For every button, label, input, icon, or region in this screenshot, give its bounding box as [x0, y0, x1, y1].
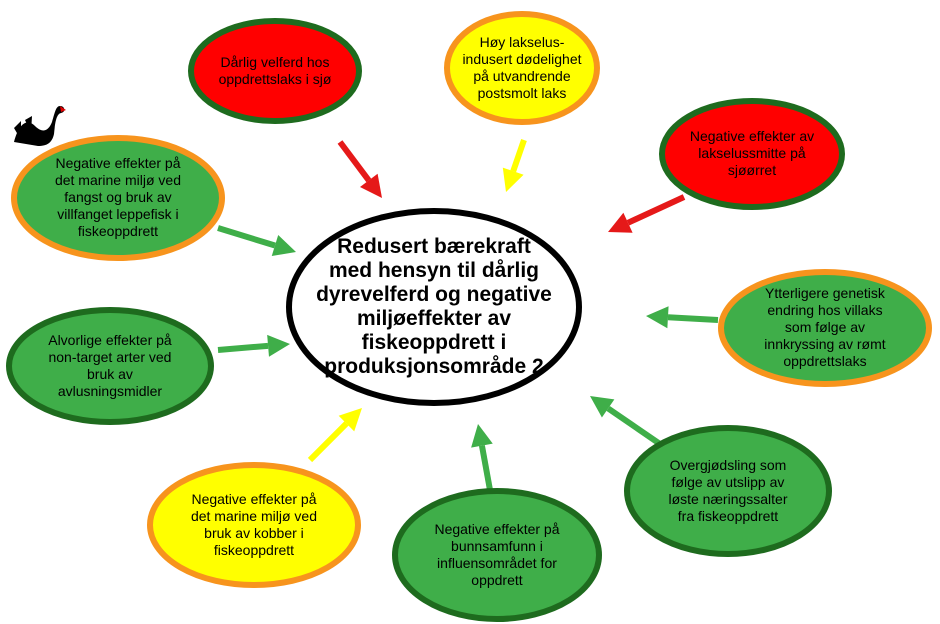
black-swan-icon: [14, 106, 66, 146]
center-ellipse: [286, 208, 582, 406]
arrow-leppefisk: [217, 225, 296, 257]
arrow-velferd: [337, 140, 382, 198]
node-ellipse-overgjodsling: [624, 425, 832, 557]
node-ellipse-lakselus-dodelighet: [444, 11, 600, 125]
node-ellipse-leppefisk: [11, 135, 225, 261]
arrow-avlusning: [217, 334, 290, 357]
node-label-bunnsamfunn: Negative effekter på bunnsamfunn i influ…: [434, 520, 560, 588]
arrow-lakselus-dodelighet: [502, 139, 527, 192]
node-label-velferd: Dårlig velferd hos oppdrettslaks i sjø: [218, 53, 332, 87]
arrow-overgjodsling: [590, 396, 662, 447]
node-label-sjoorret: Negative effekter av lakselussmitte på s…: [689, 128, 815, 179]
node-ellipse-genetisk: [718, 269, 932, 387]
arrow-sjoorret: [608, 194, 686, 233]
arrow-bunnsamfunn: [471, 424, 493, 491]
node-ellipse-avlusning: [6, 307, 214, 425]
node-label-genetisk: Ytterligere genetisk endring hos villaks…: [764, 285, 886, 370]
node-label-lakselus-dodelighet: Høy lakselus- indusert dødelighet på utv…: [462, 33, 582, 101]
center-label: Redusert bærekraft med hensyn til dårlig…: [316, 234, 552, 378]
node-label-kobber: Negative effekter på det marine miljø ve…: [190, 490, 317, 558]
node-label-overgjodsling: Overgjødsling som følge av utslipp av lø…: [668, 456, 788, 524]
node-ellipse-velferd: [188, 18, 362, 124]
node-ellipse-sjoorret: [659, 98, 845, 210]
node-label-leppefisk: Negative effekter på det marine miljø ve…: [54, 155, 181, 240]
node-label-avlusning: Alvorlige effekter på non-target arter v…: [48, 331, 172, 399]
arrow-genetisk: [646, 306, 719, 329]
node-ellipse-bunnsamfunn: [392, 488, 602, 622]
arrow-kobber: [307, 408, 362, 463]
node-ellipse-kobber: [147, 462, 361, 588]
